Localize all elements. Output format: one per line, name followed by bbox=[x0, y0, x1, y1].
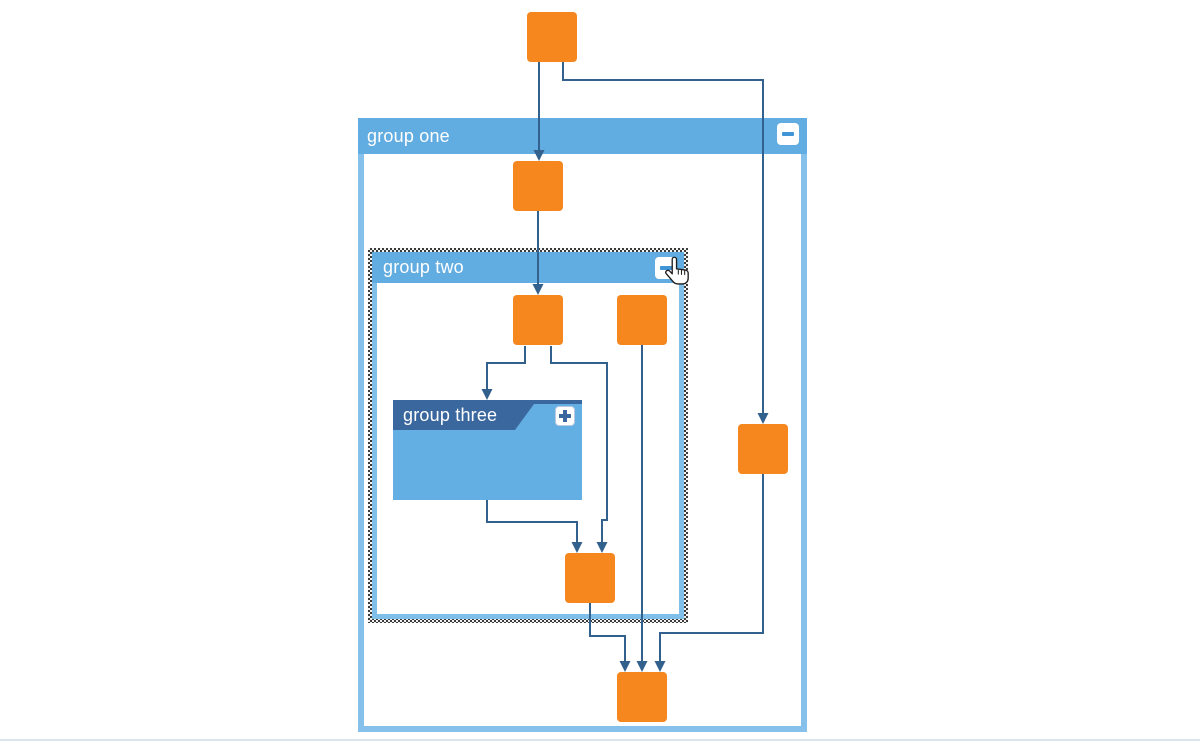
group-one-label: group one bbox=[367, 125, 450, 146]
group-two-header[interactable]: group two bbox=[372, 252, 684, 283]
group-three[interactable]: group three bbox=[393, 400, 582, 500]
node[interactable] bbox=[565, 553, 615, 603]
node[interactable] bbox=[617, 672, 667, 722]
bottom-divider bbox=[0, 739, 1200, 741]
node[interactable] bbox=[617, 295, 667, 345]
minus-icon bbox=[659, 266, 672, 270]
collapse-group-two-button[interactable] bbox=[655, 257, 676, 279]
node[interactable] bbox=[527, 12, 577, 62]
group-one-header[interactable]: group one bbox=[358, 118, 807, 154]
group-three-tab: group three bbox=[393, 400, 537, 430]
group-three-label: group three bbox=[403, 404, 498, 425]
expand-group-three-button[interactable] bbox=[555, 406, 575, 426]
group-two-label: group two bbox=[383, 257, 464, 277]
node[interactable] bbox=[513, 295, 563, 345]
node[interactable] bbox=[738, 424, 788, 474]
minus-icon bbox=[782, 132, 794, 136]
collapse-group-one-button[interactable] bbox=[777, 123, 799, 145]
plus-icon bbox=[563, 410, 567, 422]
node[interactable] bbox=[513, 161, 563, 211]
